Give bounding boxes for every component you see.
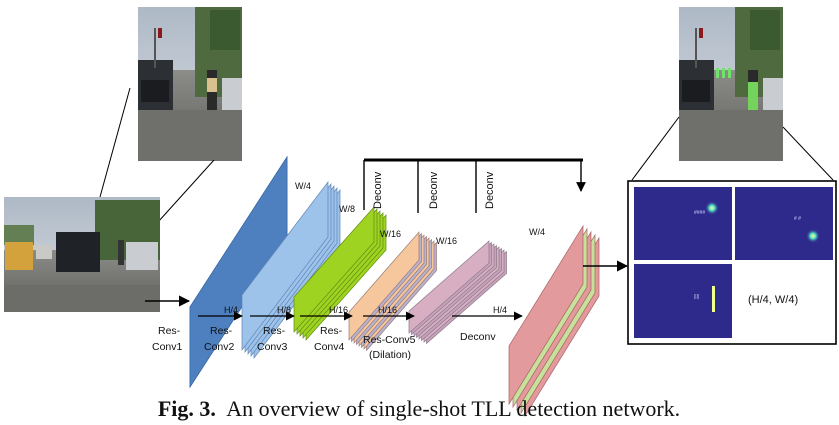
skip-deconv-label: Deconv [372, 171, 384, 209]
stage-label-res-conv5: (Dilation) [369, 349, 411, 361]
feature-map-conv4 [293, 206, 375, 333]
stage-label-res-conv5: Res-Conv5 [363, 334, 416, 346]
stage-label-res-conv3: Conv3 [257, 341, 288, 353]
stage-label-res-conv4: Conv4 [314, 341, 345, 353]
dim-label: H/16 [378, 305, 397, 315]
dim-label: H/4 [493, 305, 507, 315]
input-photo [4, 197, 160, 312]
output-heatmaps: #### # # |||| (H/4, W/4) [627, 180, 837, 345]
heatmap-tile [634, 264, 732, 338]
stage-label-res-conv2: Res- [210, 325, 233, 337]
feature-map-conv5 [348, 231, 420, 341]
stage-label-deconv: Deconv [460, 331, 496, 343]
dim-label: W/16 [436, 236, 457, 246]
top-right-photo [679, 7, 783, 161]
zoom-line [782, 126, 834, 181]
dim-label: W/8 [339, 204, 355, 214]
stage-label-res-conv4: Res- [320, 325, 343, 337]
dim-label: W/4 [529, 227, 545, 237]
dim-label: W/4 [295, 181, 311, 191]
heatmap-mini-label: #### [694, 210, 705, 216]
dim-label: H/8 [277, 305, 291, 315]
feature-maps [189, 155, 600, 418]
skip-connections [363, 158, 586, 213]
feature-map-output [508, 224, 584, 406]
heatmap-tile [634, 187, 732, 260]
stage-label-res-conv2: Conv2 [204, 341, 235, 353]
zoom-line [631, 116, 680, 181]
caption-prefix: Fig. 3. [158, 396, 216, 421]
skip-deconv-label: Deconv [484, 171, 496, 209]
dim-label: H/4 [224, 305, 238, 315]
zoom-line [157, 159, 215, 223]
output-size-label: (H/4, W/4) [748, 294, 798, 306]
skip-deconv-label: Deconv [428, 171, 440, 209]
caption-text: An overview of single-shot TLL detection… [226, 396, 680, 421]
dim-label: W/16 [380, 229, 401, 239]
stage-label-res-conv1: Res- [158, 325, 181, 337]
dim-label: H/16 [329, 305, 348, 315]
heatmap-tile [735, 187, 833, 260]
figure-caption: Fig. 3. An overview of single-shot TLL d… [158, 396, 680, 421]
heatmap-mini-label: # # [794, 216, 801, 222]
heatmap-mini-label: |||| [694, 294, 699, 300]
stage-label-res-conv1: Conv1 [152, 341, 183, 353]
top-left-photo [138, 7, 242, 161]
stage-label-res-conv3: Res- [263, 325, 286, 337]
zoom-line [99, 87, 131, 198]
